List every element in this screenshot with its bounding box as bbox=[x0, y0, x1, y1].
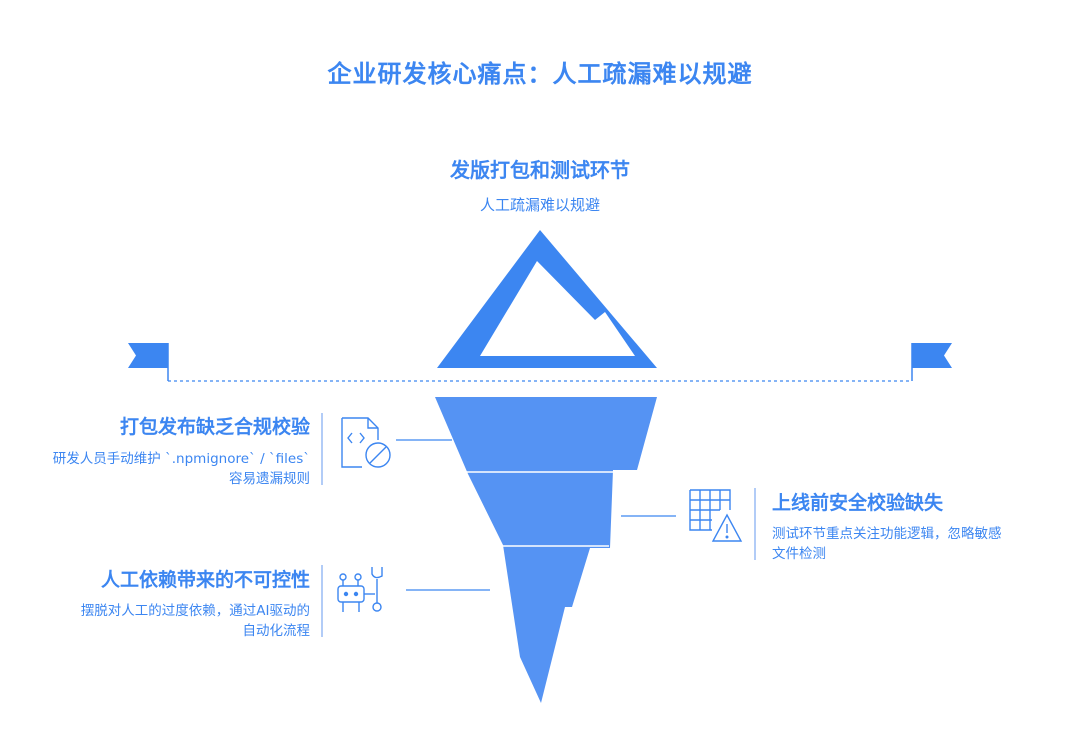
item-heading-manual: 人工依赖带来的不可控性 bbox=[100, 569, 310, 591]
top-subheading: 人工疏漏难以规避 bbox=[479, 196, 600, 214]
item-desc-packaging-line1: 研发人员手动维护 `.npmignore` / `files` bbox=[52, 451, 310, 467]
page-title: 企业研发核心痛点：人工疏漏难以规避 bbox=[327, 60, 753, 88]
right-flag-icon bbox=[911, 343, 952, 381]
item-heading-security: 上线前安全校验缺失 bbox=[772, 492, 944, 514]
iceberg-tip bbox=[437, 230, 657, 368]
item-desc-packaging-line2: 容易遗漏规则 bbox=[229, 471, 310, 487]
top-heading: 发版打包和测试环节 bbox=[450, 158, 630, 182]
left-flag-icon bbox=[128, 343, 169, 381]
grid-warning-icon bbox=[689, 489, 743, 542]
iceberg-body bbox=[435, 397, 657, 703]
item-desc-manual-line1: 摆脱对人工的过度依赖，通过AI驱动的 bbox=[80, 603, 310, 619]
robot-wrench-icon bbox=[337, 567, 383, 612]
item-heading-packaging: 打包发布缺乏合规校验 bbox=[119, 416, 310, 438]
item-desc-security-line2: 文件检测 bbox=[772, 546, 826, 562]
item-desc-manual-line2: 自动化流程 bbox=[242, 623, 311, 639]
item-desc-security-line1: 测试环节重点关注功能逻辑，忽略敏感 bbox=[772, 526, 1002, 542]
code-file-blocked-icon bbox=[341, 417, 391, 468]
